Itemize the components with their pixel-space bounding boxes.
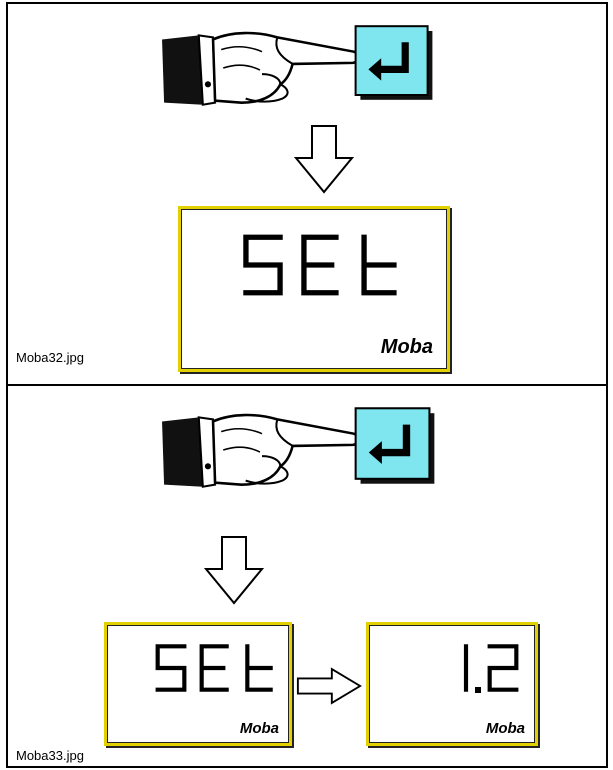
lcd-brand-label: Moba [381,336,433,359]
lcd-decimal-point [473,685,483,695]
down-arrow-icon [294,124,354,194]
lcd-digit-t [241,643,277,693]
pointing-hand-icon [160,408,364,492]
figure-caption: Moba33.jpg [16,748,84,763]
lcd-digit-2 [485,643,521,693]
figure-caption: Moba32.jpg [16,350,84,365]
lcd-digit-t [355,233,403,297]
lcd-brand-label: Moba [486,720,525,737]
enter-key-icon [354,406,436,486]
pointing-hand-icon [160,26,364,110]
figure-panel-moba33: Moba Moba Moba33.jpg [6,384,608,768]
lcd-digit-e [197,643,233,693]
down-arrow-icon [204,528,264,612]
lcd-display-right: Moba [366,622,538,746]
lcd-brand-label: Moba [240,720,279,737]
lcd-display-left: Moba [104,622,292,746]
right-arrow-icon [296,666,362,706]
lcd-digit-s [153,643,189,693]
lcd-digit-e [297,233,345,297]
enter-key-icon [354,24,434,102]
lcd-display: Moba [178,206,450,372]
lcd-digit-s [239,233,287,297]
figure-panel-moba32: Moba Moba32.jpg [6,2,608,386]
